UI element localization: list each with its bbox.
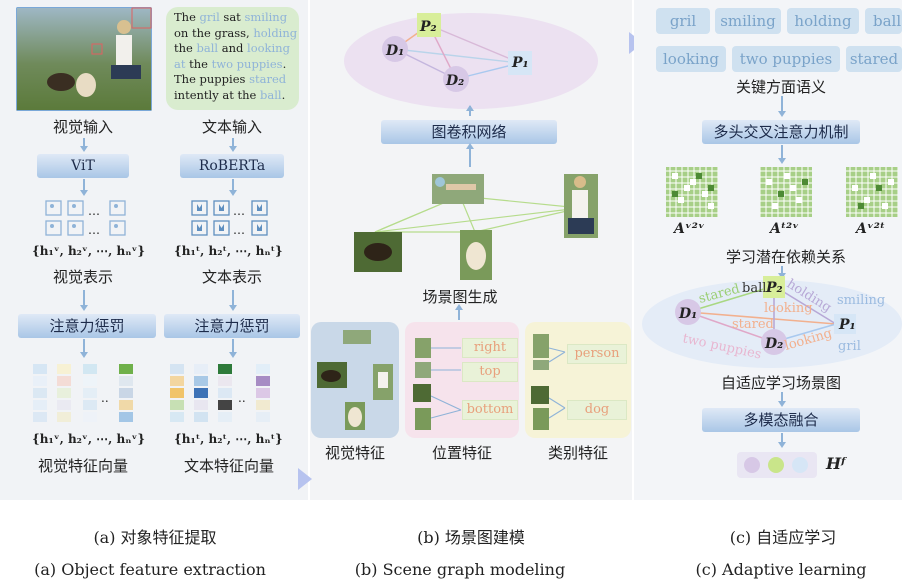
category-tag-person: person (567, 344, 627, 364)
matrix-label-v2t: Aᵛ²ᵗ (856, 221, 886, 237)
caption-c-en: (c) Adaptive learning (695, 560, 867, 579)
visual-feature-vector-math: {h₁ᵛ, h₂ᵛ, ⋯, hₙᵛ} (32, 432, 146, 446)
position-tag-top: top (462, 362, 518, 382)
fused-dot-purple (744, 457, 760, 473)
node-p2: P₂ (419, 19, 437, 35)
text-input-box: The gril sat smiling on the grass, holdi… (166, 7, 299, 110)
attention-penalty-text: 注意力惩罚 (164, 314, 300, 338)
latent-dependency-label: 学习潜在依赖关系 (725, 248, 846, 266)
fused-dot-green (768, 457, 784, 473)
fused-dot-blue (792, 457, 808, 473)
visual-representation-label: 视觉表示 (52, 268, 113, 286)
multimodal-fusion-block: 多模态融合 (702, 408, 860, 432)
input-photo (16, 7, 152, 111)
node-d2: D₂ (445, 73, 464, 89)
node-d1: D₁ (385, 43, 404, 59)
adaptive-node-d1: D₁ (678, 306, 697, 322)
attention-penalty-visual: 注意力惩罚 (18, 314, 156, 338)
gcn-graph: D₁ D₂ P₂ P₁ (344, 13, 598, 109)
edge-label-stared-2: stared (732, 317, 774, 332)
gcn-block: 图卷积网络 (381, 120, 557, 144)
text-feature-vector-math: {h₁ᵗ, h₂ᵗ, ⋯, hₙᵗ} (174, 432, 283, 446)
caption-b-cn: (b) 场景图建模 (417, 528, 525, 547)
scene-graph-generation (354, 174, 598, 280)
key-aspect-semantics-label: 关键方面语义 (735, 78, 826, 96)
caption-b-en: (b) Scene graph modeling (354, 560, 566, 579)
adaptive-node-d2: D₂ (764, 336, 783, 352)
position-feature-label: 位置特征 (431, 444, 492, 462)
position-tag-right: right (462, 338, 518, 358)
adaptive-node-p1: P₁ (838, 317, 856, 333)
position-tag-bottom: bottom (462, 400, 518, 420)
caption-a-en: (a) Object feature extraction (34, 560, 266, 579)
edge-label-looking: looking (764, 301, 813, 316)
aspect-two-puppies: two puppies (732, 46, 840, 72)
aspect-holding: holding (787, 8, 859, 34)
aspect-looking: looking (656, 46, 726, 72)
node-p1: P₁ (511, 55, 529, 71)
adaptive-node-p2: P₂ (765, 280, 783, 296)
matrix-label-v2v: Aᵛ²ᵛ (674, 221, 705, 237)
text-representation-label: 文本表示 (201, 268, 262, 286)
adaptive-scene-graph-label: 自适应学习场景图 (720, 374, 841, 392)
category-feature-label: 类别特征 (547, 444, 608, 462)
text-feature-vectors: .. (170, 364, 270, 422)
visual-feature-vectors: .. (33, 364, 133, 422)
visual-representation-math: {h₁ᵛ, h₂ᵛ, ⋯, hₙᵛ} (32, 244, 146, 258)
aspect-smiling: smiling (715, 8, 781, 34)
roberta-encoder: RoBERTa (180, 154, 284, 178)
visual-input-label: 视觉输入 (52, 118, 113, 136)
edge-label-ball: ball (742, 281, 766, 296)
vit-encoder: ViT (37, 154, 129, 178)
text-vector-ellipsis: .. (238, 391, 246, 405)
multihead-cross-attention-block: 多头交叉注意力机制 (702, 120, 860, 144)
scene-graph-generation-label: 场景图生成 (422, 288, 498, 306)
category-tag-dog: dog (567, 400, 627, 420)
position-feature-crops (413, 338, 462, 430)
svg-text:…: … (88, 204, 100, 218)
caption-a-cn: (a) 对象特征提取 (93, 528, 217, 547)
svg-text:…: … (233, 223, 245, 237)
caption-c-cn: (c) 自适应学习 (729, 528, 837, 547)
edge-label-gril: gril (838, 339, 861, 354)
svg-text:…: … (88, 223, 100, 237)
svg-text:…: … (233, 204, 245, 218)
image-token-icons: …… (45, 200, 126, 237)
flow-arrow-icon (298, 468, 312, 490)
aspect-ball: ball (865, 8, 902, 34)
text-feature-vector-label: 文本特征向量 (183, 457, 274, 475)
visual-feature-label: 视觉特征 (324, 444, 385, 462)
visual-feature-crops (317, 330, 393, 430)
edge-label-smiling: smiling (837, 293, 885, 308)
visual-vector-ellipsis: .. (101, 391, 109, 405)
category-feature-crops (531, 334, 566, 430)
adaptive-scene-graph: D₁ P₂ P₁ D₂ ball stared holding smiling … (642, 276, 902, 368)
aspect-stared: stared (846, 46, 902, 72)
text-token-icons: …… (191, 200, 268, 237)
text-representation-math: {h₁ᵗ, h₂ᵗ, ⋯, hₙᵗ} (174, 244, 283, 258)
aspect-gril: gril (656, 8, 710, 34)
text-input-label: 文本输入 (201, 118, 262, 136)
fused-output-math: Hᶠ (826, 454, 846, 473)
matrix-label-t2v: Aᵗ²ᵛ (770, 221, 800, 237)
visual-feature-vector-label: 视觉特征向量 (37, 457, 128, 475)
attention-matrices (666, 167, 898, 217)
